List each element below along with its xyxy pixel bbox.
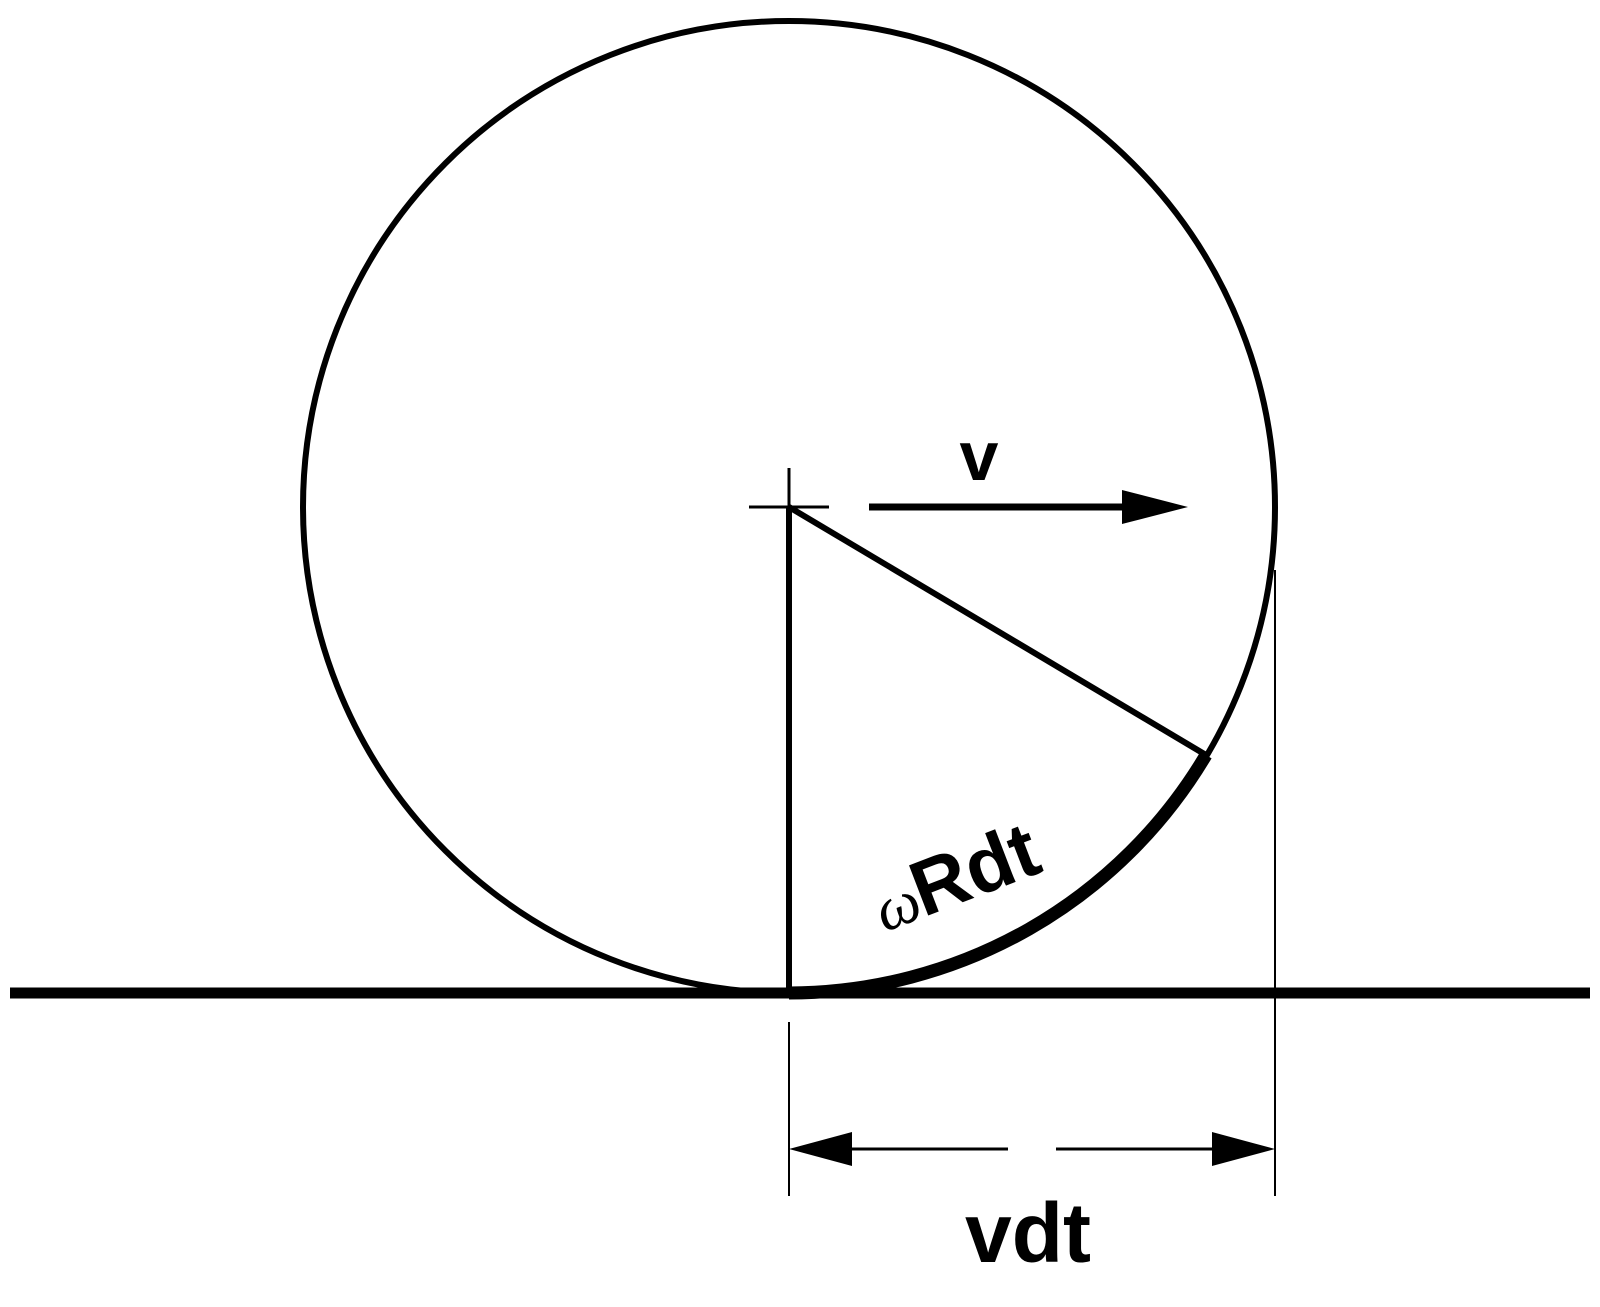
rotated-radius (787, 504, 1208, 758)
velocity-label: v (960, 417, 999, 495)
velocity-arrow (869, 490, 1188, 524)
displacement-dimension-arrow (789, 1132, 1275, 1166)
displacement-label: vdt (965, 1186, 1091, 1280)
arc-rdt (788, 751, 1212, 1000)
